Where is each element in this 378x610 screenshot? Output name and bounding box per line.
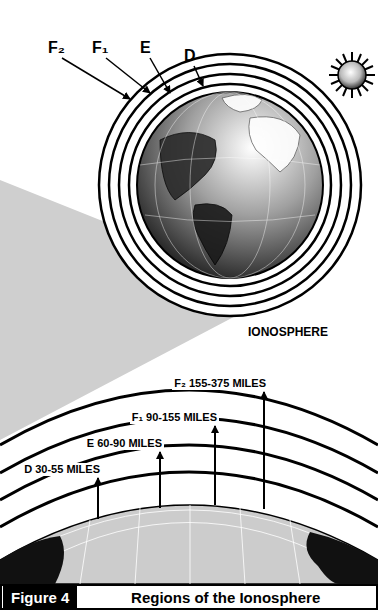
layer-callout: F₂ [48, 40, 65, 56]
layer-callout: E [140, 40, 151, 56]
ionosphere-rings [99, 54, 361, 316]
caption-frame [1, 585, 377, 609]
height-arrows [98, 392, 264, 519]
figure-caption: Regions of the Ionosphere [131, 590, 320, 605]
globe-grid [140, 92, 320, 278]
layer-altitude: F₂ 155-375 MILES [172, 377, 268, 390]
layer-altitude: F₁ 90-155 MILES [130, 411, 219, 424]
sun-symbol [329, 52, 375, 98]
layer-altitude: D 30-55 MILES [22, 463, 102, 476]
layer-callout: D [184, 48, 196, 64]
figure-number: Figure 4 [3, 586, 77, 609]
ring-leader-arrows [62, 58, 203, 99]
land-mass [0, 536, 64, 584]
continents [160, 94, 300, 265]
section-title: IONOSPHERE [248, 326, 328, 338]
land-mass [306, 532, 378, 584]
earth-globe [137, 92, 323, 278]
layer-altitude: E 60-90 MILES [85, 437, 164, 450]
earth-surface [0, 505, 378, 584]
layer-callout: F₁ [92, 40, 108, 56]
